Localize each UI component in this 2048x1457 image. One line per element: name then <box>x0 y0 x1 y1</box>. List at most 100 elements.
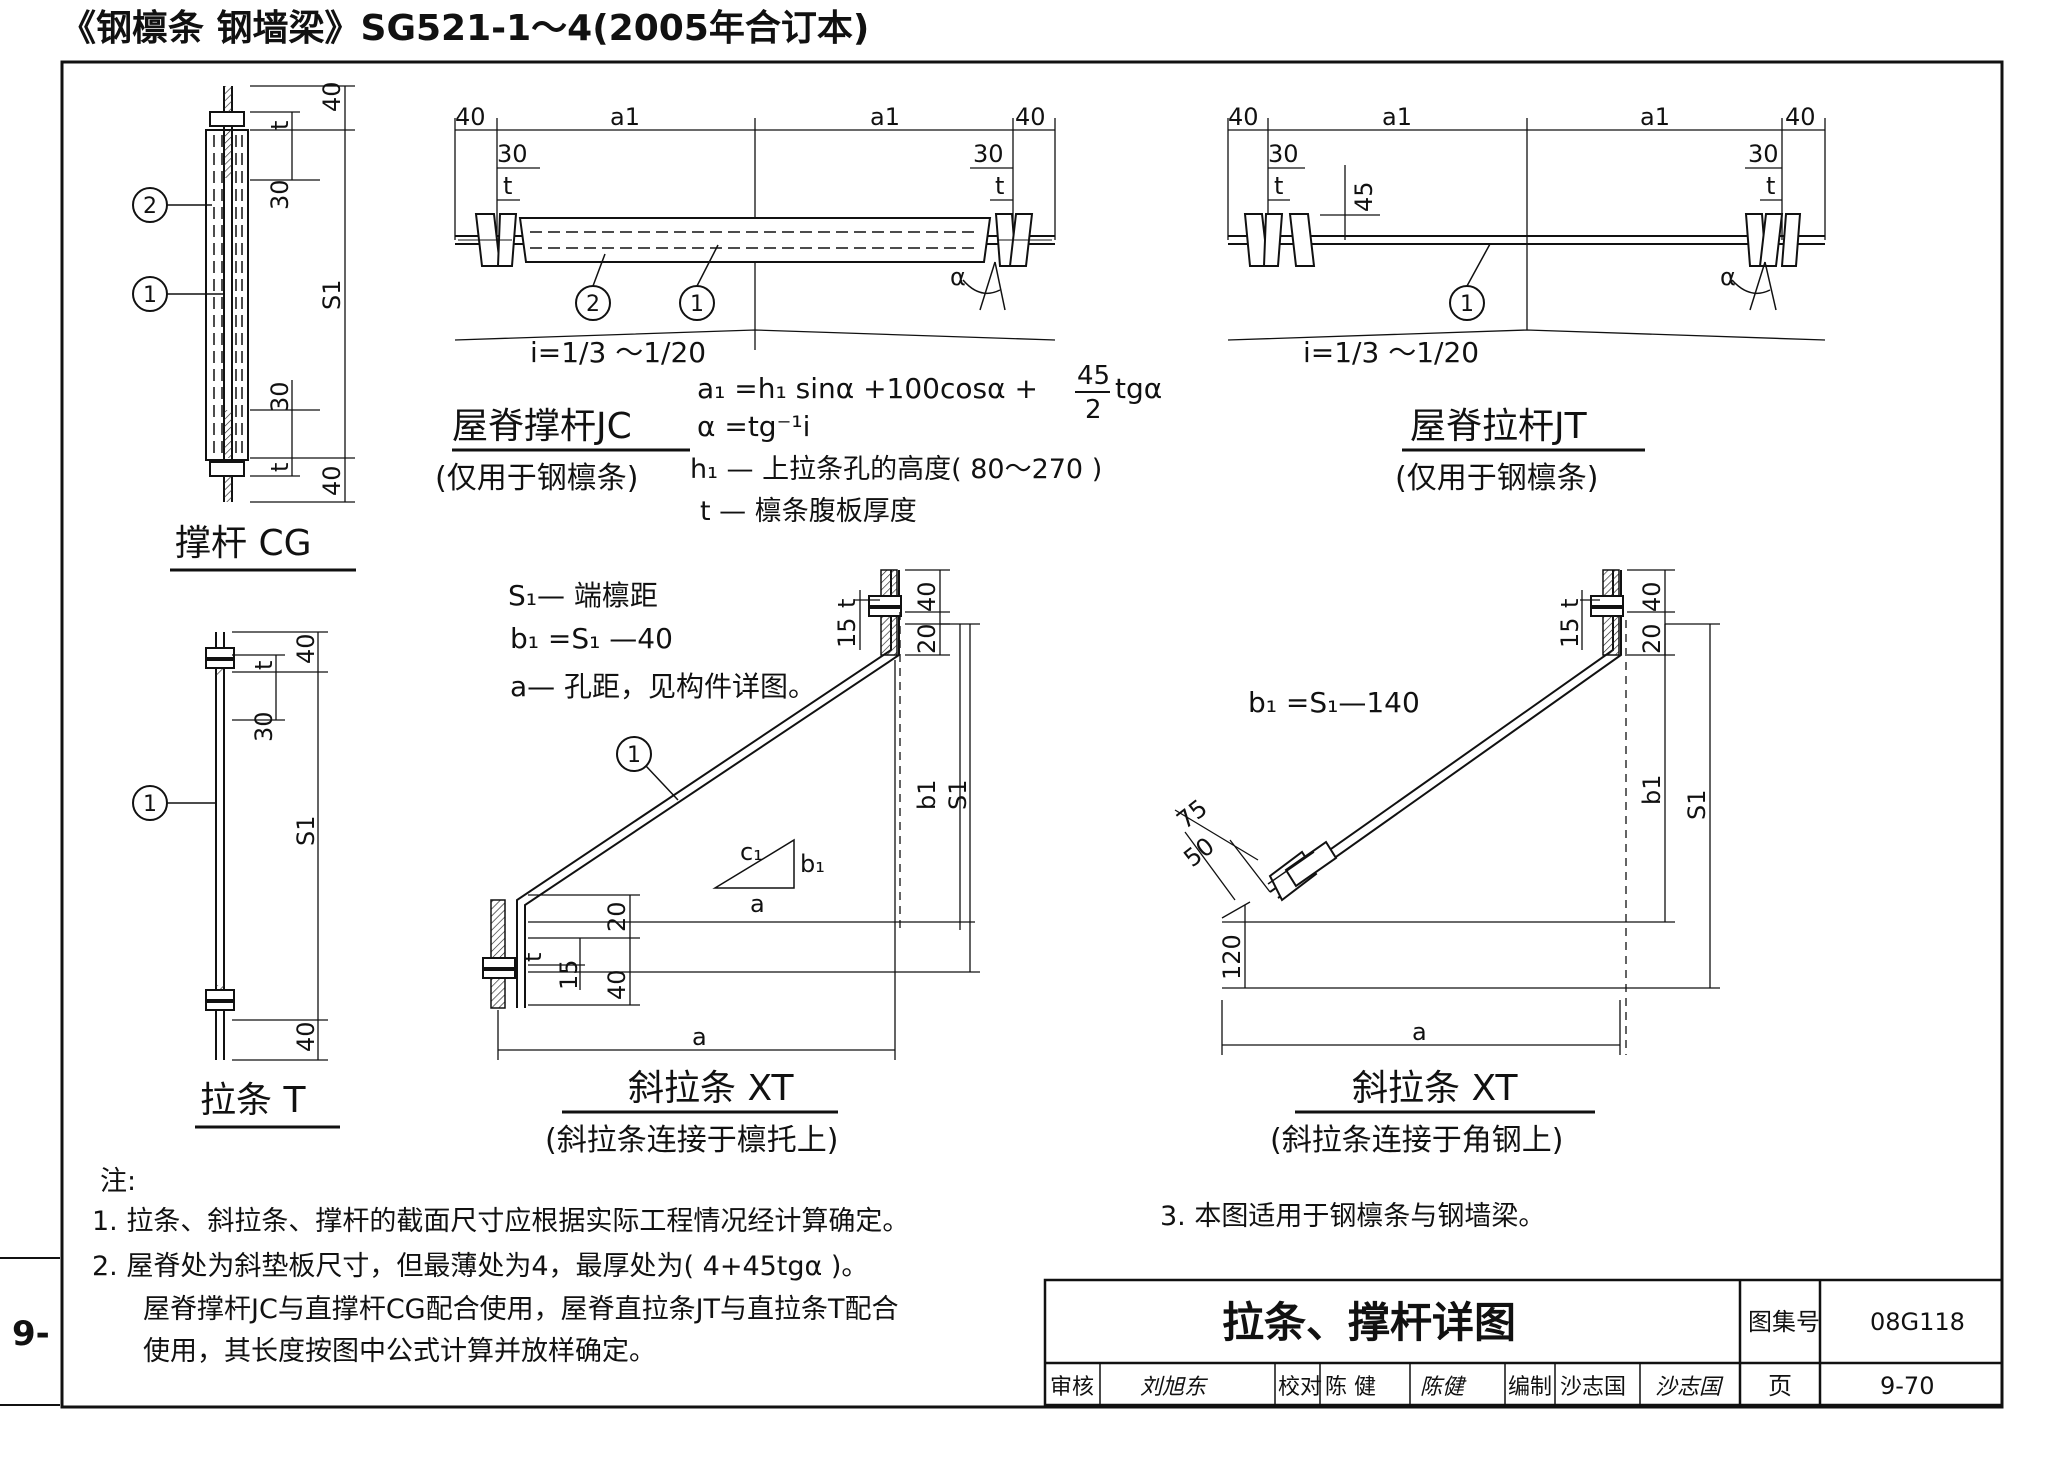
tb-atlas-no: 08G118 <box>1870 1308 1965 1336</box>
jt-dim-30-right: 30 <box>1748 140 1779 168</box>
xt1-tri-b1: b₁ <box>800 850 825 878</box>
cg-dim-t-bot: t <box>266 463 294 472</box>
xt2-dim-40-top: 40 <box>1638 581 1666 612</box>
tb-draw-sig: 沙志国 <box>1655 1375 1724 1400</box>
jc-dim-40-left: 40 <box>455 103 486 131</box>
cg-title: 撑杆 CG <box>175 523 311 564</box>
jt-dim-t-right: t <box>1766 172 1775 200</box>
t-dim-t: t <box>250 661 278 670</box>
jt-dim-a1-left: a1 <box>1382 103 1412 131</box>
jc-title: 屋脊撑杆JC <box>452 406 632 447</box>
xt2-dim-b1: b1 <box>1638 774 1666 805</box>
xt1-dim-a: a <box>692 1023 707 1051</box>
xt1-dim-b1: b1 <box>913 779 941 810</box>
cg-mark-1: 1 <box>143 283 157 308</box>
jc-formula-a1: a₁ =h₁ sinα +100cosα + <box>697 372 1038 405</box>
xt2-note-b1: b₁ =S₁—140 <box>1248 686 1420 719</box>
tb-draw-name: 沙志国 <box>1560 1375 1626 1400</box>
drawing-frame <box>62 62 2002 1407</box>
tb-check-name: 陈 健 <box>1325 1375 1376 1400</box>
xt2-title: 斜拉条 XT <box>1352 1068 1518 1109</box>
xt2-dim-120: 120 <box>1218 934 1246 980</box>
xt1-note-s1: S₁— 端檩距 <box>508 579 658 612</box>
jt-dim-alpha: α <box>1720 263 1736 291</box>
xt1-subtitle: (斜拉条连接于檩托上) <box>545 1123 838 1158</box>
jt-slope: i=1/3 ～1/20 <box>1303 336 1479 369</box>
title-block <box>1045 1280 2002 1405</box>
view-cg <box>133 86 356 570</box>
xt1-tri-c1: c₁ <box>740 838 763 866</box>
jc-subtitle: (仅用于钢檩条) <box>435 461 638 496</box>
xt2-dim-20-top: 20 <box>1638 623 1666 654</box>
t-mark-1: 1 <box>143 792 157 817</box>
xt2-dim-s1: S1 <box>1683 789 1711 820</box>
jc-dim-a1-left: a1 <box>610 103 640 131</box>
jc-dim-30-right: 30 <box>973 140 1004 168</box>
tb-review-label: 审核 <box>1050 1375 1094 1400</box>
jt-mark-1: 1 <box>1460 292 1474 317</box>
note-2: 2. 屋脊处为斜垫板尺寸，但最薄处为4，最厚处为( 4+45tgα )。 <box>92 1251 868 1282</box>
jc-formula-frac-den: 2 <box>1085 395 1102 425</box>
xt2-dim-t-top: t <box>1556 599 1584 608</box>
t-dim-30: 30 <box>250 711 278 742</box>
xt1-dim-t-bot: t <box>519 953 547 962</box>
cg-dim-40-bot: 40 <box>318 465 346 496</box>
jt-dim-30-left: 30 <box>1268 140 1299 168</box>
t-rod-title: 拉条 T <box>200 1080 306 1121</box>
xt2-dim-a: a <box>1412 1018 1427 1046</box>
jc-dim-a1-right: a1 <box>870 103 900 131</box>
xt1-dim-40-top: 40 <box>913 581 941 612</box>
jc-mark-1: 1 <box>690 292 704 317</box>
note-2c: 使用，其长度按图中公式计算并放样确定。 <box>143 1336 656 1367</box>
xt1-dim-40-bot: 40 <box>603 969 631 1000</box>
notes-label: 注: <box>100 1166 136 1197</box>
xt2-subtitle: (斜拉条连接于角钢上) <box>1270 1123 1563 1158</box>
cg-mark-2: 2 <box>143 194 157 219</box>
xt1-title: 斜拉条 XT <box>628 1068 794 1109</box>
jc-dim-alpha: α <box>950 263 966 291</box>
xt1-dim-15-bot: 15 <box>555 959 583 990</box>
jt-dim-40-left: 40 <box>1228 103 1259 131</box>
xt1-note-a: a— 孔距，见构件详图。 <box>510 670 816 703</box>
jc-dim-40-right: 40 <box>1015 103 1046 131</box>
tb-title: 拉条、撑杆详图 <box>1222 1298 1516 1347</box>
t-dim-40-top: 40 <box>292 633 320 664</box>
side-tab-label: 9- <box>12 1314 50 1354</box>
xt1-dim-20-top: 20 <box>913 623 941 654</box>
note-3: 3. 本图适用于钢檩条与钢墙梁。 <box>1160 1201 1545 1232</box>
jc-dim-30-left: 30 <box>497 140 528 168</box>
t-dim-40-bot: 40 <box>292 1021 320 1052</box>
jt-dim-a1-right: a1 <box>1640 103 1670 131</box>
jt-subtitle: (仅用于钢檩条) <box>1395 461 1598 496</box>
view-xt-angle <box>1175 570 1720 1112</box>
jc-slope: i=1/3 ～1/20 <box>530 336 706 369</box>
cg-dim-s1: S1 <box>318 279 346 310</box>
cg-dim-t-top: t <box>266 121 294 130</box>
cg-dim-30-top: 30 <box>266 179 294 210</box>
tb-atlas-label: 图集号 <box>1748 1308 1820 1336</box>
tb-draw-label: 编制 <box>1508 1375 1552 1400</box>
jc-formula-frac-num: 45 <box>1077 361 1110 391</box>
jc-mark-2: 2 <box>586 292 600 317</box>
xt2-dim-50: 50 <box>1178 832 1219 873</box>
xt1-dim-t-top: t <box>833 599 861 608</box>
tb-review-sig: 刘旭东 <box>1140 1375 1209 1400</box>
xt1-note-b1: b₁ =S₁ —40 <box>510 622 673 655</box>
xt1-mark-1: 1 <box>627 743 641 768</box>
xt1-dim-15-top: 15 <box>833 617 861 648</box>
jt-dim-45: 45 <box>1350 181 1378 212</box>
view-xt-bracket <box>483 570 980 1112</box>
jt-title: 屋脊拉杆JT <box>1410 406 1588 447</box>
jc-dim-t-right: t <box>995 172 1004 200</box>
jc-formula-h1: h₁ — 上拉条孔的高度( 80～270 ) <box>690 454 1102 485</box>
jt-dim-40-right: 40 <box>1785 103 1816 131</box>
view-jc <box>452 118 1055 450</box>
jc-formula-t: t — 檩条腹板厚度 <box>700 496 917 527</box>
xt1-dim-s1: S1 <box>944 779 972 810</box>
xt1-tri-a: a <box>750 890 765 918</box>
tb-page-label: 页 <box>1768 1372 1792 1400</box>
header-title: 《钢檩条 钢墙梁》SG521-1～4(2005年合订本) <box>60 8 869 49</box>
jc-dim-t-left: t <box>503 172 512 200</box>
cg-dim-40-top: 40 <box>318 81 346 112</box>
